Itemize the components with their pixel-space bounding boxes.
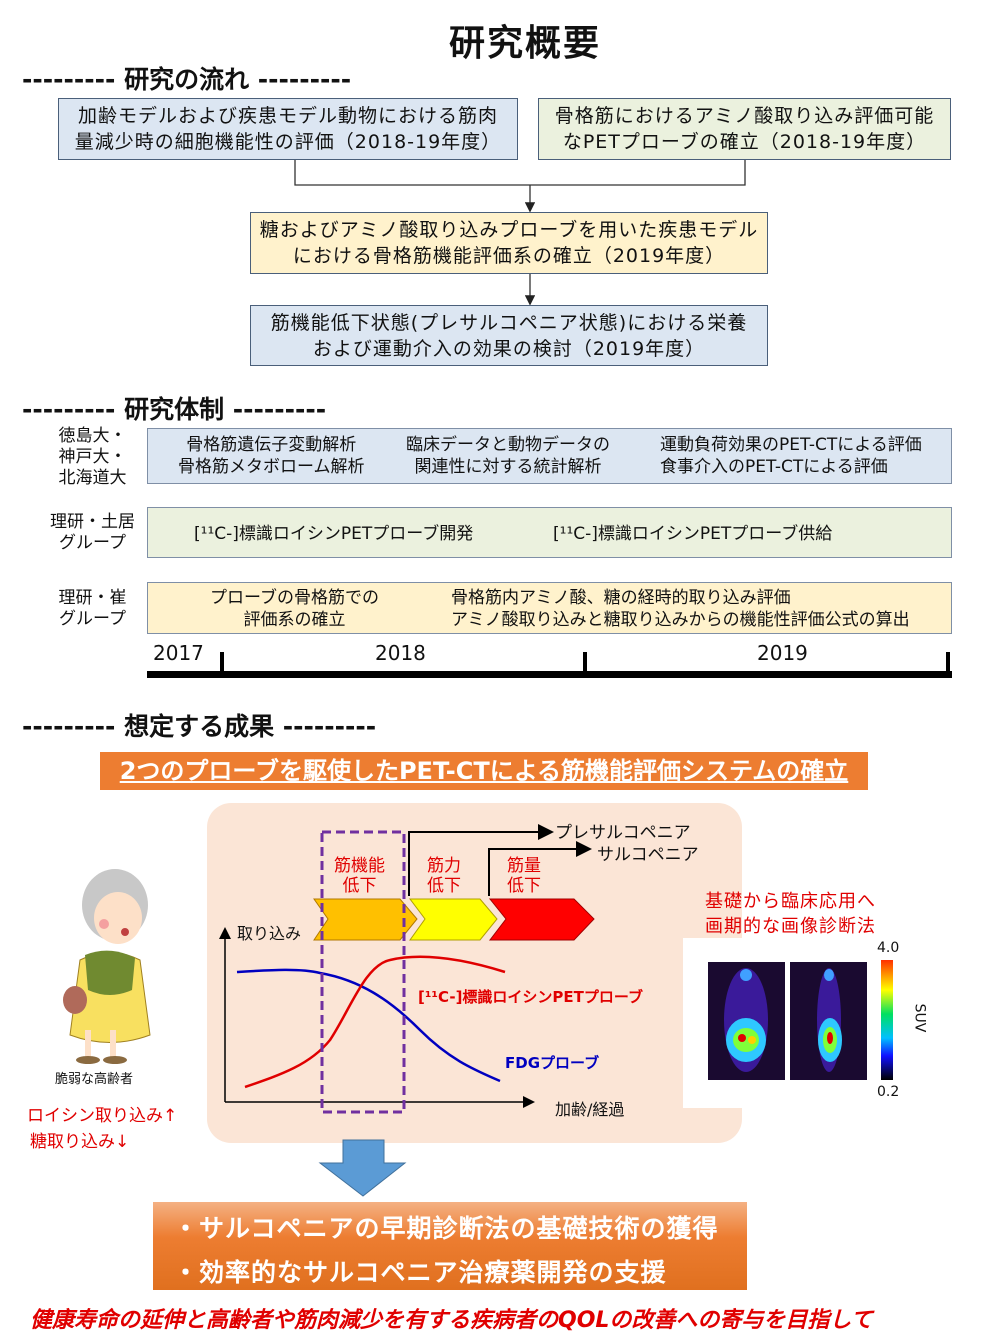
scale-unit: SUV (911, 1003, 928, 1033)
item-line: 関連性に対する統計解析 (414, 457, 602, 477)
row-universities: 骨格筋遺伝子変動解析骨格筋メタボローム解析 臨床データと動物データの関連性に対す… (147, 428, 952, 484)
box-line: 糖およびアミノ酸取り込みプローブを用いた疾患モデル (259, 219, 759, 241)
row-item: [¹¹C-]標識ロイシンPETプローブ供給 (553, 524, 833, 544)
flow-merge-line (294, 160, 746, 186)
item-line: 運動負荷効果のPET-CTによる評価 (660, 435, 922, 455)
result-item: ・サルコペニアの早期診断法の基礎技術の獲得 (173, 1214, 719, 1243)
timeline-tick (583, 652, 587, 676)
row-label-universities: 徳島大・ 神戸大・ 北海道大 (45, 426, 140, 489)
year-2019: 2019 (757, 641, 808, 665)
outcome-banner: 2つのプローブを駆使したPET-CTによる筋機能評価システムの確立 (100, 752, 868, 790)
imaging-note: 基礎から臨床応用へ画期的な画像診断法 (705, 889, 876, 939)
label-line: 低下 (427, 876, 461, 896)
flow-box-pet-probe: 骨格筋におけるアミノ酸取り込み評価可能なPETプローブの確立（2018-19年度… (538, 98, 951, 160)
y-axis-label: 取り込み (237, 924, 302, 943)
scale-min: 0.2 (877, 1084, 900, 1100)
elderly-woman-illustration (63, 869, 151, 1064)
page-title: 研究概要 (448, 23, 601, 64)
item-line: 骨格筋遺伝子変動解析 (186, 435, 357, 455)
label-line: 筋機能 (334, 856, 385, 876)
item-line: アミノ酸取り込みと糖取り込みからの機能性評価公式の算出 (451, 610, 910, 630)
label-line: 神戸大・ (58, 447, 127, 467)
label-line: 北海道大 (58, 468, 127, 488)
label-line: 徳島大・ (58, 426, 127, 446)
suv-colorbar (881, 960, 893, 1080)
stage-chevron-function (313, 898, 418, 941)
label-line: 低下 (507, 876, 541, 896)
scale-max: 4.0 (877, 940, 900, 956)
label-line: 理研・崔 (58, 588, 127, 608)
down-arrow-icon (318, 1139, 407, 1197)
results-box: ・サルコペニアの早期診断法の基礎技術の獲得 ・効率的なサルコペニア治療薬開発の支… (153, 1202, 747, 1290)
section-flow-heading: --------- 研究の流れ --------- (22, 65, 352, 94)
item-line: 骨格筋メタボローム解析 (178, 457, 365, 477)
timeline-tick (220, 652, 224, 676)
row-item: 骨格筋内アミノ酸、糖の経時的取り込み評価アミノ酸取り込みと糖取り込みからの機能性… (451, 587, 910, 631)
label-line: 筋力 (427, 856, 461, 876)
box-line: および運動介入の効果の検討（2019年度） (312, 337, 706, 360)
box-line: 筋機能低下状態(プレサルコペニア状態)における栄養 (270, 311, 748, 334)
label-line: 理研・土居 (50, 512, 135, 532)
label-line: 低下 (342, 876, 377, 896)
flow-box-evaluation-system: 糖およびアミノ酸取り込みプローブを用いた疾患モデルにおける骨格筋機能評価系の確立… (250, 212, 768, 274)
label-line: 筋量 (507, 856, 541, 876)
label-line: グループ (59, 533, 126, 553)
fdg-probe-label: FDGプローブ (505, 1054, 600, 1072)
row-item: プローブの骨格筋での評価系の確立 (210, 587, 379, 631)
note-line: 画期的な画像診断法 (705, 916, 876, 937)
presarcopenia-arrow (408, 824, 554, 896)
year-2018: 2018 (375, 641, 426, 665)
stage-label-mass: 筋量低下 (507, 856, 541, 896)
stage-label-strength: 筋力低下 (427, 856, 461, 896)
leucine-probe-label: [¹¹C-]標識ロイシンPETプローブ (418, 988, 644, 1006)
item-line: プローブの骨格筋での (210, 588, 379, 608)
section-outcome-heading: --------- 想定する成果 --------- (22, 712, 377, 741)
diagram-panel (207, 803, 742, 1143)
row-item: [¹¹C-]標識ロイシンPETプローブ開発 (194, 524, 474, 544)
stage-chevron-strength (409, 898, 498, 941)
item-line: 評価系の確立 (243, 610, 346, 630)
glucose-uptake-note: 糖取り込み↓ (30, 1132, 130, 1152)
item-line: 骨格筋内アミノ酸、糖の経時的取り込み評価 (451, 588, 791, 608)
item-line: 食事介入のPET-CTによる評価 (660, 457, 888, 477)
sarcopenia-arrow (488, 841, 592, 896)
stage-label-function: 筋機能低下 (334, 856, 385, 896)
box-line: 量減少時の細胞機能性の評価（2018-19年度） (74, 131, 502, 153)
section-system-heading: --------- 研究体制 --------- (22, 395, 327, 424)
sarcopenia-label: サルコペニア (597, 845, 699, 865)
row-item: 骨格筋遺伝子変動解析骨格筋メタボローム解析 (178, 434, 365, 478)
leucine-uptake-note: ロイシン取り込み↑ (27, 1106, 178, 1126)
x-axis-label: 加齢/経過 (555, 1100, 625, 1119)
flow-box-intervention: 筋機能低下状態(プレサルコペニア状態)における栄養および運動介入の効果の検討（2… (250, 305, 768, 366)
result-item: ・効率的なサルコペニア治療薬開発の支援 (173, 1258, 667, 1287)
row-item: 運動負荷効果のPET-CTによる評価食事介入のPET-CTによる評価 (660, 434, 922, 478)
box-line: における骨格筋機能評価系の確立（2019年度） (292, 245, 726, 267)
box-line: なPETプローブの確立（2018-19年度） (562, 131, 927, 153)
fdg-curve (236, 968, 501, 1083)
elderly-caption: 脆弱な高齢者 (55, 1072, 134, 1087)
row-item: 臨床データと動物データの関連性に対する統計解析 (406, 434, 610, 478)
year-2017: 2017 (153, 641, 204, 665)
timeline-tick (946, 652, 950, 676)
leucine-curve (244, 955, 506, 1089)
row-label-doi-group: 理研・土居 グループ (45, 512, 140, 554)
box-line: 骨格筋におけるアミノ酸取り込み評価可能 (554, 105, 935, 127)
label-line: グループ (59, 609, 126, 629)
flow-box-cell-function: 加齢モデルおよび疾患モデル動物における筋肉量減少時の細胞機能性の評価（2018-… (58, 98, 518, 160)
stage-chevron-mass (488, 898, 595, 941)
note-line: 基礎から臨床応用へ (705, 891, 876, 912)
presarcopenia-label: プレサルコペニア (555, 823, 691, 843)
timeline-bar (147, 671, 952, 678)
item-line: 臨床データと動物データの (406, 435, 610, 455)
row-doi-group: [¹¹C-]標識ロイシンPETプローブ開発 [¹¹C-]標識ロイシンPETプロー… (147, 507, 952, 558)
row-cui-group: プローブの骨格筋での評価系の確立 骨格筋内アミノ酸、糖の経時的取り込み評価アミノ… (147, 582, 952, 634)
goal-statement: 健康寿命の延伸と高齢者や筋肉減少を有する疾病者のQOLの改善への寄与を目指して (30, 1308, 873, 1333)
row-label-cui-group: 理研・崔 グループ (45, 588, 140, 630)
box-line: 加齢モデルおよび疾患モデル動物における筋肉 (77, 105, 498, 127)
